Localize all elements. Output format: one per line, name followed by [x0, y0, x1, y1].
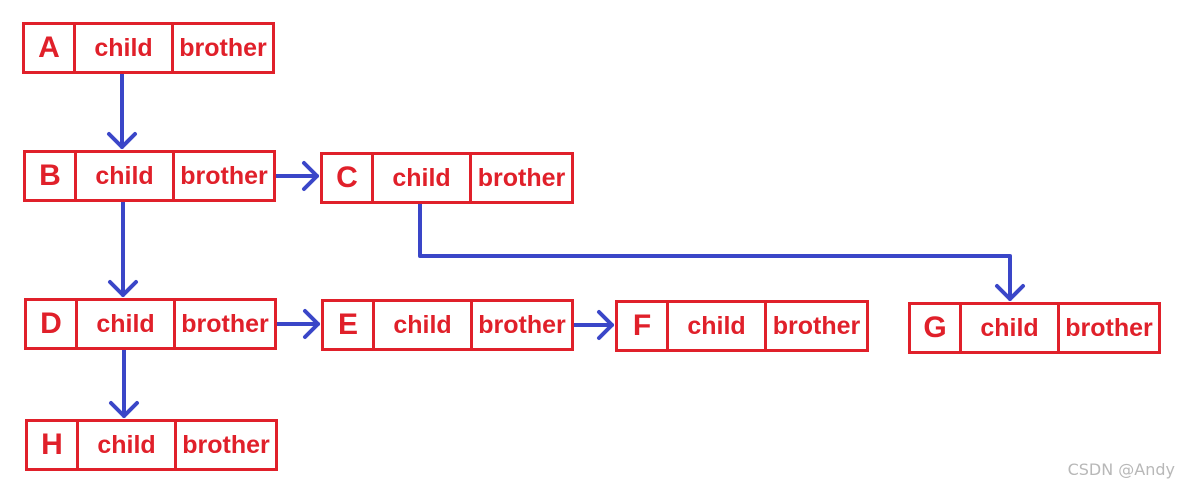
node-d: D child brother — [24, 298, 277, 350]
node-d-child-field: child — [78, 301, 176, 347]
node-b-brother-field: brother — [180, 161, 268, 190]
edge-a-b — [107, 72, 137, 149]
node-c-child-field: child — [374, 155, 472, 201]
node-d-brother-field: brother — [181, 309, 269, 338]
edge-b-d — [108, 200, 138, 297]
node-f: F child brother — [615, 300, 869, 352]
node-g-child-field: child — [962, 305, 1060, 351]
node-g-brother-field: brother — [1065, 313, 1153, 342]
node-g: G child brother — [908, 302, 1161, 354]
edge-d-e — [275, 309, 320, 339]
edge-d-h — [109, 348, 139, 418]
node-e-name: E — [324, 302, 375, 348]
edge-e-f — [572, 310, 614, 340]
node-b: B child brother — [23, 150, 276, 202]
node-a-name: A — [25, 25, 76, 71]
node-h-name: H — [28, 422, 79, 468]
node-c-name: C — [323, 155, 374, 201]
node-b-name: B — [26, 153, 77, 199]
node-d-name: D — [27, 301, 78, 347]
node-e-brother-field: brother — [478, 310, 566, 339]
node-c-brother-field: brother — [477, 163, 566, 192]
node-h: H child brother — [25, 419, 278, 471]
node-b-child-field: child — [77, 153, 175, 199]
node-g-name: G — [911, 305, 962, 351]
node-f-brother-field: brother — [772, 311, 861, 340]
node-e: E child brother — [321, 299, 574, 351]
node-a: A child brother — [22, 22, 275, 74]
edge-c-g — [418, 202, 1025, 301]
node-f-name: F — [618, 303, 669, 349]
node-h-brother-field: brother — [182, 430, 270, 459]
edge-b-c — [274, 161, 319, 191]
node-c: C child brother — [320, 152, 574, 204]
watermark: CSDN @Andy — [1067, 460, 1175, 479]
node-a-child-field: child — [76, 25, 174, 71]
node-f-child-field: child — [669, 303, 767, 349]
node-e-child-field: child — [375, 302, 473, 348]
node-a-brother-field: brother — [179, 33, 267, 62]
node-h-child-field: child — [79, 422, 177, 468]
